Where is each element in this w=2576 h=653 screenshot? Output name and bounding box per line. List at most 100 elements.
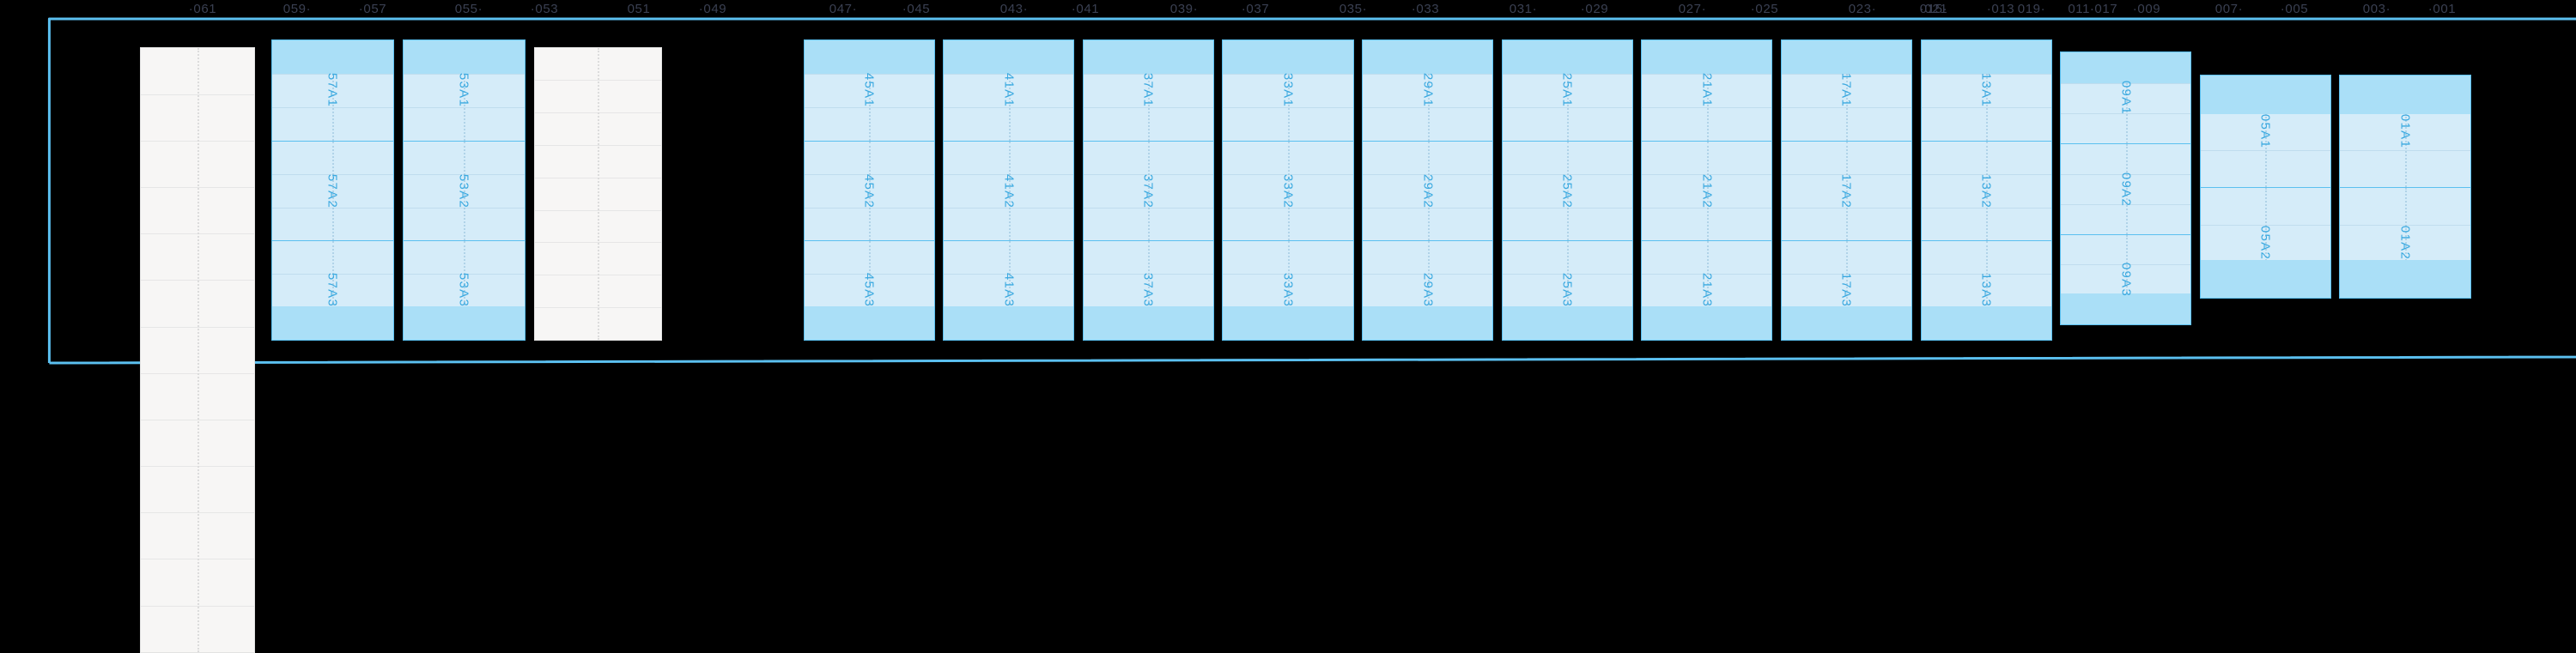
deck-band-top [1223, 39, 1353, 75]
bay-section[interactable]: 57A1 [270, 39, 395, 141]
deck-band-top [1083, 39, 1213, 75]
tier-gridlines [403, 142, 526, 240]
tier-gridlines [2061, 144, 2191, 234]
bay-section-label: 01A1 [2397, 114, 2413, 149]
bay-centerline [1008, 241, 1011, 340]
deck-band-bottom [1781, 305, 1912, 340]
tier-gridlines [1223, 142, 1353, 240]
bay-section[interactable]: 17A1 [1780, 39, 1913, 141]
bay-001[interactable]: 01A1 01A2 [2339, 75, 2471, 299]
bay-section[interactable]: 45A1 [803, 39, 935, 141]
bay-section[interactable]: 29A3 [1362, 240, 1494, 341]
bay-centerline [1986, 141, 1989, 241]
bay-section[interactable]: 33A2 [1222, 140, 1354, 241]
bay-section[interactable]: 13A2 [1920, 140, 2052, 241]
deck-band-bottom [804, 305, 934, 340]
bay-section[interactable]: 57A3 [270, 240, 395, 341]
bay-number-tick: ·033 [1411, 2, 1440, 16]
bay-049[interactable] [533, 46, 663, 341]
bay-number-tick: 031· [1509, 2, 1538, 16]
bay-section-label: 57A3 [325, 273, 340, 308]
bay-section[interactable]: 53A2 [402, 140, 526, 241]
bay-section[interactable]: 01A2 [2339, 187, 2471, 299]
bay-section-label: 53A3 [456, 273, 471, 308]
bay-number-tick: ·001 [2427, 2, 2457, 16]
bay-021[interactable]: 21A1 21A2 21A3 [1641, 39, 1773, 341]
bay-number-tick: 023· [1848, 2, 1877, 16]
bay-section[interactable]: 09A2 [2060, 143, 2192, 234]
bay-section-label: 29A1 [1420, 73, 1436, 108]
bay-section[interactable]: 41A2 [943, 140, 1075, 241]
bay-section[interactable]: 57A2 [270, 140, 395, 241]
tier-gridlines [804, 142, 934, 240]
bay-section[interactable]: 33A1 [1222, 39, 1354, 141]
bay-053[interactable]: 53A1 53A2 53A3 [402, 39, 526, 341]
bay-centerline [464, 141, 466, 241]
bay-number-tick: 019· [2017, 2, 2046, 16]
bay-section-label: 33A3 [1280, 273, 1296, 308]
bay-section[interactable]: 53A1 [402, 39, 526, 141]
bay-section-label: 57A1 [325, 73, 340, 108]
bay-number-tick: ·009 [2132, 2, 2161, 16]
bay-section[interactable]: 37A1 [1082, 39, 1214, 141]
bay-section[interactable]: 25A2 [1501, 140, 1633, 241]
bay-section[interactable]: 21A1 [1641, 39, 1773, 141]
bay-section[interactable]: 41A1 [943, 39, 1075, 141]
bay-section[interactable]: 25A3 [1501, 240, 1633, 341]
bay-section[interactable]: 17A2 [1780, 140, 1913, 241]
bay-section[interactable] [139, 46, 255, 653]
bay-section-label: 37A3 [1140, 273, 1156, 308]
bay-number-tick: 043· [999, 2, 1029, 16]
bay-section[interactable]: 45A2 [803, 140, 935, 241]
bay-section[interactable]: 17A3 [1780, 240, 1913, 341]
bay-section[interactable]: 13A3 [1920, 240, 2052, 341]
bay-009[interactable]: 09A1 09A2 09A3 [2060, 51, 2192, 325]
bay-section-label: 13A3 [1978, 273, 1994, 308]
bay-section[interactable]: 05A1 [2199, 75, 2331, 188]
bay-061[interactable] [139, 46, 255, 653]
deck-band-top [1921, 39, 2051, 75]
bay-centerline [332, 141, 335, 241]
bay-section[interactable]: 41A3 [943, 240, 1075, 341]
bay-section[interactable]: 37A2 [1082, 140, 1214, 241]
bay-centerline [2125, 144, 2128, 234]
bay-section-label: 05A2 [2257, 225, 2273, 261]
bay-section[interactable]: 09A1 [2060, 51, 2192, 144]
bay-centerline [1986, 39, 1989, 141]
tier-gridlines [1083, 142, 1213, 240]
bay-section[interactable]: 29A2 [1362, 140, 1494, 241]
bay-centerline [2125, 234, 2128, 324]
bay-section[interactable]: 29A1 [1362, 39, 1494, 141]
bay-section[interactable]: 05A2 [2199, 187, 2331, 299]
bay-section[interactable]: 37A3 [1082, 240, 1214, 341]
bay-section[interactable]: 09A3 [2060, 233, 2192, 325]
bay-section-label: 21A2 [1699, 173, 1715, 209]
bay-section[interactable]: 21A3 [1641, 240, 1773, 341]
bay-section[interactable]: 53A3 [402, 240, 526, 341]
tier-gridlines [1781, 142, 1912, 240]
deck-band-bottom [944, 305, 1074, 340]
bay-section-label: 41A1 [1001, 73, 1017, 108]
bay-section-label: 09A2 [2118, 172, 2134, 207]
bay-section-label: 53A2 [456, 173, 471, 209]
bay-section[interactable]: 45A3 [803, 240, 935, 341]
bay-section[interactable] [533, 46, 663, 341]
bay-number-tick: ·025 [1750, 2, 1779, 16]
bay-section[interactable]: 21A2 [1641, 140, 1773, 241]
bay-005[interactable]: 05A1 05A2 [2199, 75, 2331, 299]
bay-section-label: 21A1 [1699, 73, 1715, 108]
bay-section[interactable]: 01A1 [2339, 75, 2471, 188]
bay-section[interactable]: 13A1 [1920, 39, 2052, 141]
tier-gridlines [1642, 142, 1772, 240]
bay-section[interactable]: 33A3 [1222, 240, 1354, 341]
bay-057[interactable]: 57A1 57A2 57A3 [270, 39, 395, 341]
bay-section[interactable]: 25A1 [1501, 39, 1633, 141]
